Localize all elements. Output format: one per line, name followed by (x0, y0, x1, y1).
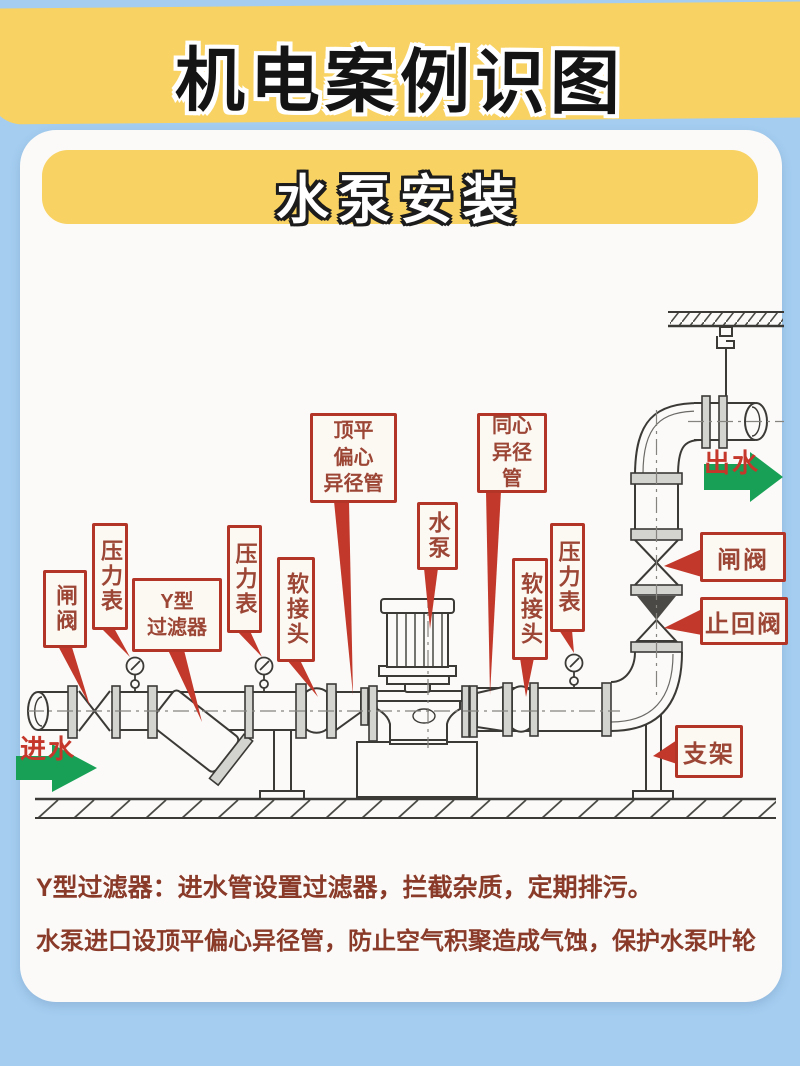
note-strainer: Y型过滤器：进水管设置过滤器，拦截杂质，定期排污。 (36, 874, 653, 902)
callout-flexible-joint-1: 软接头 (277, 557, 315, 662)
callout-pressure-gauge-2: 压力表 (227, 525, 262, 633)
outlet-label: 出水 (704, 448, 761, 478)
subtitle-banner (42, 150, 758, 224)
callout-water-pump: 水泵 (417, 502, 458, 570)
callout-flexible-joint-2: 软接头 (512, 558, 548, 660)
callout-check-valve: 止回阀 (700, 597, 788, 645)
callout-concentric-reducer: 同心 异径 管 (477, 413, 547, 493)
callout-eccentric-reducer: 顶平 偏心 异径管 (310, 413, 397, 503)
callout-gate-valve-right: 闸阀 (700, 532, 786, 582)
callout-pressure-gauge-1: 压力表 (92, 523, 128, 630)
callout-support-bracket: 支架 (675, 725, 743, 778)
page-title: 机电案例识图 (174, 41, 626, 123)
inlet-label: 进水 (20, 734, 77, 764)
callout-gate-valve-left: 闸阀 (43, 570, 87, 648)
note-eccentric-reducer: 水泵进口设顶平偏心异径管，防止空气积聚造成气蚀，保护水泵叶轮 (36, 928, 756, 955)
subtitle: 水泵安装 (276, 171, 524, 230)
callout-pressure-gauge-3: 压力表 (550, 523, 585, 632)
callout-y-strainer: Y型 过滤器 (132, 578, 222, 652)
